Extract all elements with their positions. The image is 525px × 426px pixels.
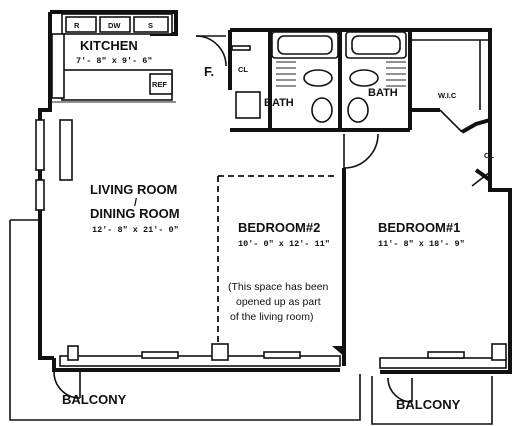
bedroom2-dims: 10'- 0" x 12'- 11" [238, 239, 330, 249]
bottom-window-strip [59, 355, 341, 367]
bottom-windows [59, 343, 507, 369]
closet-angle-wall [461, 118, 491, 134]
living-name-line2: DINING ROOM [90, 206, 180, 221]
dishwasher-label: DW [108, 21, 121, 30]
bath-right [345, 30, 412, 130]
living-name-separator: / [134, 197, 137, 209]
closet-shelf [231, 45, 251, 51]
bedroom1-name: BEDROOM#1 [378, 220, 460, 235]
bottom-left-wall [52, 358, 340, 372]
interior-walls [217, 133, 379, 366]
bath-left-hatch [276, 61, 296, 87]
closet-area [410, 39, 492, 187]
wic-label: W.I.C [438, 91, 457, 100]
wall-corner-marker [332, 346, 346, 358]
top-right-exterior-wall [230, 28, 512, 360]
column-3 [491, 343, 507, 361]
note-line2: opened up as part [236, 296, 321, 308]
bath-right-label: BATH [368, 87, 398, 99]
bathtub-right-inner [351, 35, 401, 55]
bathtub-left-inner [277, 35, 333, 55]
dishwasher-box [99, 16, 131, 33]
kitchen-side-counter [51, 33, 65, 99]
refrigerator-box [65, 16, 97, 33]
left-column [59, 119, 73, 181]
bath-left-label: BATH [264, 97, 294, 109]
bedroom2-name: BEDROOM#2 [238, 220, 320, 235]
bottom-right-wall [380, 360, 512, 374]
radiator-1 [141, 351, 179, 359]
note-line1: (This space has been [228, 281, 329, 293]
foyer-label: F. [204, 64, 214, 79]
closet-lower-wall [474, 168, 492, 182]
left-exterior-wall [38, 12, 54, 360]
bedroom1-door-swing [343, 133, 379, 169]
column-2 [211, 343, 229, 361]
vanity-left [235, 91, 261, 119]
kitchen-name: KITCHEN [80, 38, 138, 53]
kitchen-area [51, 13, 178, 103]
kitchen-top-wall [50, 10, 178, 28]
balconies [9, 219, 493, 425]
radiator-2 [263, 351, 301, 359]
entry-door-swing [195, 35, 227, 67]
bedroom-closet-label: CL [484, 151, 494, 160]
balcony-right-door-swing [387, 377, 413, 403]
exterior-walls [38, 10, 512, 374]
balcony-right-label: BALCONY [396, 397, 461, 412]
toilet-left [311, 97, 333, 123]
left-window-1 [35, 119, 45, 171]
living-name-line1: LIVING ROOM [90, 182, 177, 197]
bedroom1-dims: 11'- 8" x 18'- 9" [378, 239, 465, 249]
living-dims: 12'- 8" x 21'- 0" [92, 225, 179, 235]
ref-label: REF [152, 80, 167, 89]
sink-box [133, 16, 169, 33]
left-window-2 [35, 179, 45, 211]
labels: R DW S KITCHEN 7'- 8" x 9'- 6" REF F. CL… [62, 21, 494, 412]
bath-left [230, 30, 410, 132]
balcony-left-label: BALCONY [62, 392, 127, 407]
bottom-window-strip-right [379, 357, 507, 369]
note-line3: of the living room) [230, 311, 313, 323]
radiator-3 [427, 351, 465, 359]
ref-unit [149, 73, 173, 95]
balcony-left-outline [9, 220, 361, 421]
balcony-right-outline [371, 376, 493, 425]
sink-left [303, 69, 333, 87]
entry-closet-label: CL [238, 65, 248, 74]
kitchen-dims: 7'- 8" x 9'- 6" [76, 56, 153, 66]
toilet-right [347, 97, 369, 123]
bath-right-hatch [386, 61, 406, 87]
foyer-area [195, 30, 251, 90]
fridge-label: R [74, 21, 80, 30]
column-1 [67, 345, 79, 361]
sink-label: S [148, 21, 153, 30]
sink-right [349, 69, 379, 87]
left-windows [35, 119, 73, 211]
wic-door [439, 109, 463, 133]
closet-door [471, 171, 491, 187]
balcony-left-door-swing [53, 371, 81, 399]
